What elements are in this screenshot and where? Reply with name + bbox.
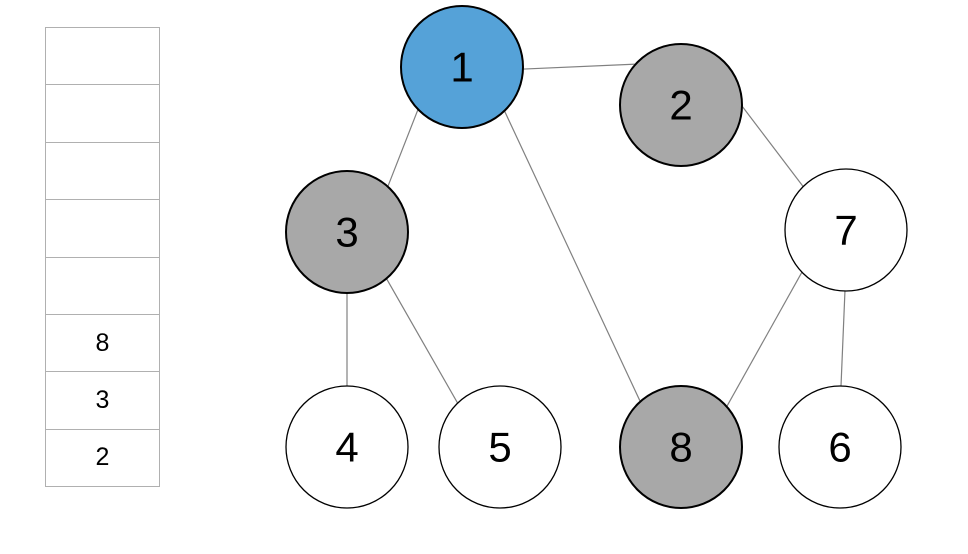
graph-node-2 [619, 43, 743, 167]
graph-node-6 [778, 385, 902, 509]
stack-cell-6: 3 [46, 371, 159, 428]
graph-edge-1-8 [500, 102, 645, 411]
stack-cell-4 [46, 256, 159, 314]
stack-cell-2 [46, 141, 159, 199]
stack-cell-5: 8 [46, 313, 159, 371]
graph-node-1 [400, 5, 524, 129]
graph-edge-1-3 [385, 102, 422, 191]
graph-edge-3-5 [379, 267, 463, 411]
graph-edge-1-2 [514, 62, 650, 71]
stack-cell-7: 2 [46, 428, 159, 486]
graph-edge-7-8 [725, 262, 808, 409]
graph-node-8 [619, 385, 743, 509]
graph-edge-7-6 [839, 279, 847, 397]
graph-node-5 [438, 385, 562, 509]
stack-table: 8 3 2 [45, 27, 160, 487]
graph-node-3 [285, 170, 409, 294]
graph-node-4 [285, 385, 409, 509]
graph-edge-2-7 [738, 101, 809, 194]
graph-node-7 [784, 168, 908, 292]
stack-cell-3 [46, 199, 159, 256]
stack-cell-1 [46, 84, 159, 141]
